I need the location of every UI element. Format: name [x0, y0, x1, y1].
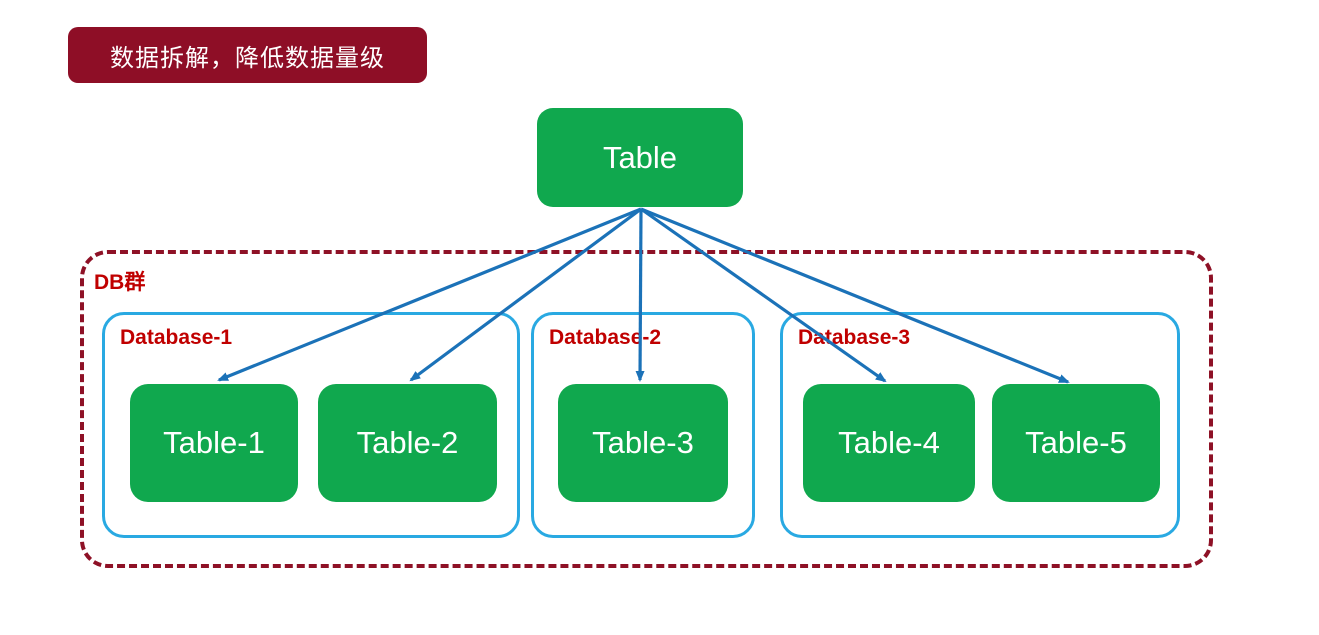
database-3-label: Database-3 [798, 326, 911, 349]
table-3-node: Table-3 [558, 384, 728, 502]
title-banner: 数据拆解，降低数据量级 [68, 27, 427, 83]
database-2-label: Database-2 [549, 326, 662, 349]
database-1-label: Database-1 [120, 326, 233, 349]
table-2-node: Table-2 [318, 384, 497, 502]
db-group-label: DB群 [94, 271, 146, 294]
table-4-node: Table-4 [803, 384, 975, 502]
root-table-node: Table [537, 108, 743, 207]
table-1-node: Table-1 [130, 384, 298, 502]
table-5-node: Table-5 [992, 384, 1160, 502]
